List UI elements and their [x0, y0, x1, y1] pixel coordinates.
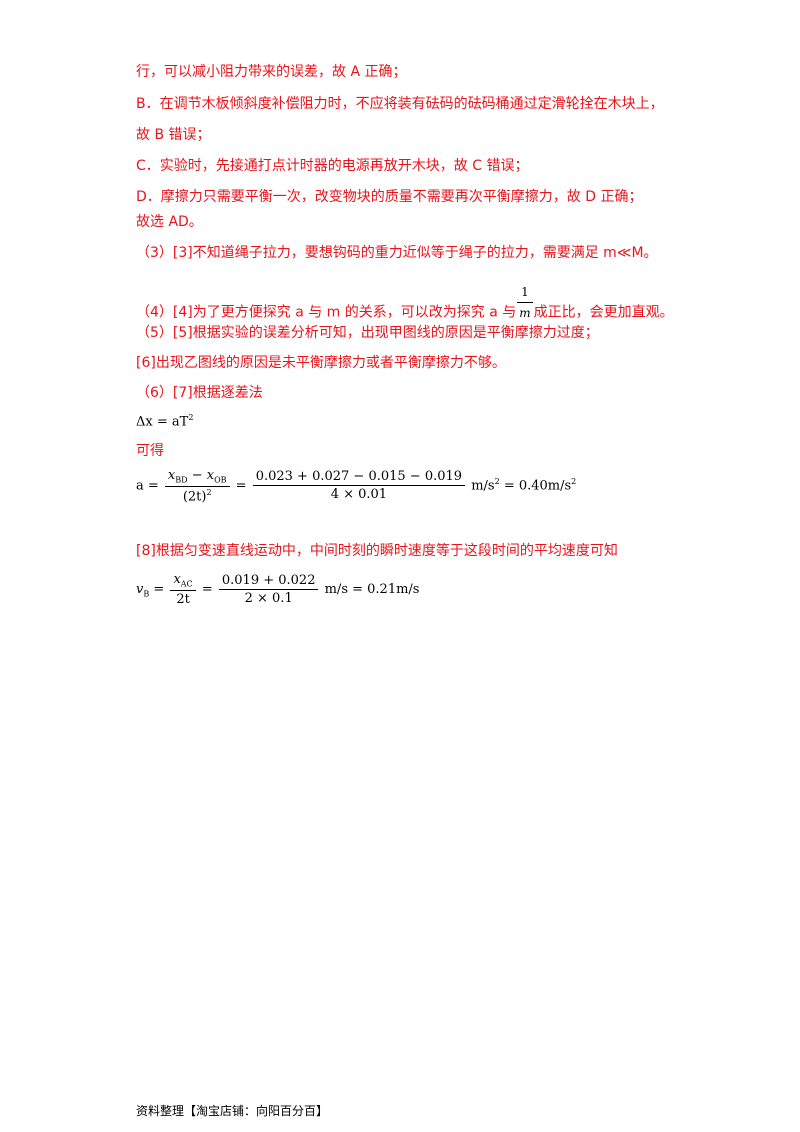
- eq2-x1: x: [167, 468, 176, 483]
- eq1-lhs: Δx = aT: [136, 414, 189, 430]
- eq3-v: v: [136, 581, 144, 597]
- text-line-6: 故选 AD。: [136, 214, 203, 230]
- equation-delta-x: Δx = aT2: [136, 413, 193, 429]
- eq3-fraction-numeric: 0.019 + 0.022 2 × 0.1: [218, 572, 319, 606]
- text-line-4: C．实验时，先接通打点计时器的电源再放开木块，故 C 错误；: [136, 158, 529, 174]
- eq3-result: m/s = 0.21m/s: [324, 581, 420, 597]
- equation-velocity: vB = xAC 2t = 0.019 + 0.022 2 × 0.1 m/s …: [136, 572, 419, 607]
- eq2-result-exp: 2: [571, 477, 577, 487]
- eq2-fraction-numeric: 0.023 + 0.027 − 0.015 − 0.019 4 × 0.01: [252, 469, 466, 502]
- eq2-sub-bd: BD: [175, 475, 188, 485]
- inline-frac-num: 1: [517, 282, 533, 303]
- text-line-10: [6]出现乙图线的原因是未平衡摩擦力或者平衡摩擦力不够。: [136, 355, 506, 371]
- eq2-result: = 0.40m/s: [503, 478, 572, 494]
- page-footer: 资料整理【淘宝店铺：向阳百分百】: [136, 1104, 329, 1118]
- eq2-unit-exp: 2: [494, 477, 500, 487]
- equation-acceleration: a = xBD − xOB (2t)2 = 0.023 + 0.027 − 0.…: [136, 468, 576, 504]
- eq2-den: (2t): [182, 488, 207, 504]
- eq2-num-val: 0.023 + 0.027 − 0.015 − 0.019: [255, 469, 463, 485]
- text-line-13: [8]根据匀变速直线运动中，中间时刻的瞬时速度等于这段时间的平均速度可知: [136, 543, 618, 559]
- eq2-minus: −: [187, 468, 207, 483]
- text-line-11: （6）[7]根据逐差法: [136, 385, 263, 401]
- eq2-equals: =: [235, 478, 247, 494]
- eq1-exp: 2: [188, 413, 194, 422]
- eq3-num-val: 0.019 + 0.022: [221, 572, 316, 588]
- text-line-8-end: 成正比，会更加直观。: [533, 304, 674, 321]
- inline-frac-den: m: [519, 306, 531, 320]
- eq3-sub-ac: AC: [180, 579, 193, 589]
- eq3-equals: =: [153, 581, 165, 597]
- text-line-8-start: （4）[4]为了更方便探究 a 与 m 的关系，可以改为探究 a 与: [136, 304, 517, 321]
- text-line-9: （5）[5]根据实验的误差分析可知，出现甲图线的原因是平衡摩擦力过度；: [136, 325, 599, 341]
- eq3-sub-b: B: [143, 589, 150, 599]
- eq2-den-exp: 2: [206, 487, 212, 497]
- eq2-fraction-symbolic: xBD − xOB (2t)2: [164, 468, 230, 504]
- text-line-5: D．摩擦力只需要平衡一次，改变物块的质量不需要再次平衡摩擦力，故 D 正确；: [136, 189, 643, 205]
- text-line-3: 故 B 错误；: [136, 127, 211, 143]
- eq3-x: x: [173, 572, 181, 587]
- text-line-1: 行，可以减小阻力带来的误差，故 A 正确；: [136, 64, 407, 80]
- eq3-den: 2t: [170, 589, 196, 607]
- eq2-den-val: 4 × 0.01: [252, 485, 466, 502]
- text-line-7: （3）[3]不知道绳子拉力，要想钩码的重力近似等于绳子的拉力，需要满足 m≪M。: [136, 245, 658, 261]
- text-line-2: B．在调节木板倾斜度补偿阻力时，不应将装有砝码的砝码桶通过定滑轮拴在木块上，: [136, 96, 664, 112]
- eq3-equals-2: =: [201, 581, 213, 597]
- eq2-sub-ob: OB: [214, 475, 227, 485]
- eq3-fraction-symbolic: xAC 2t: [170, 572, 196, 607]
- eq3-den-val: 2 × 0.1: [218, 588, 319, 606]
- eq2-unit: m/s: [471, 478, 495, 494]
- text-line-12: 可得: [136, 443, 164, 459]
- eq2-x2: x: [206, 468, 215, 483]
- eq2-a: a =: [136, 478, 159, 494]
